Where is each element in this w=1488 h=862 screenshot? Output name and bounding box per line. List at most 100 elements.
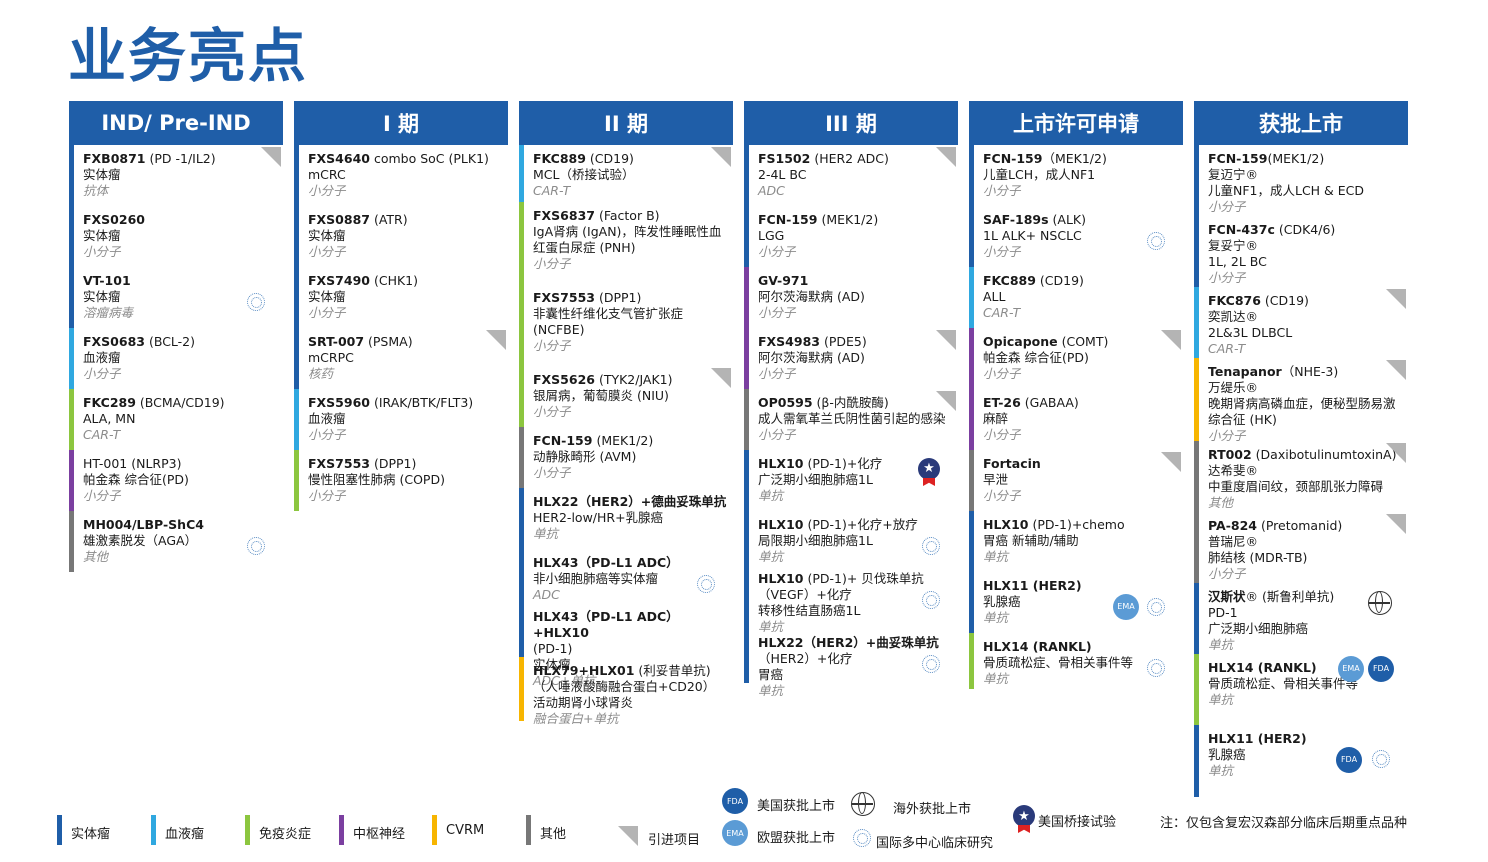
modality: 小分子 bbox=[308, 244, 346, 259]
introduced-triangle-icon bbox=[711, 147, 731, 167]
legend-color-bar bbox=[245, 815, 250, 845]
modality: 单抗 bbox=[983, 671, 1009, 686]
indication: 血液瘤 bbox=[83, 350, 121, 365]
indication: 慢性阻塞性肺病 (COPD) bbox=[308, 472, 445, 487]
drug-target: (CHK1) bbox=[369, 273, 418, 288]
modality: 小分子 bbox=[308, 183, 346, 198]
drug-name: Tenapanor（NHE-3) bbox=[1208, 364, 1404, 380]
fda-badge-icon: FDA bbox=[1336, 747, 1362, 773]
drug-code: OP0595 bbox=[758, 395, 813, 410]
drug-name: HLX14 (RANKL) bbox=[1208, 660, 1404, 676]
drug-name: FKC289 (BCMA/CD19) bbox=[83, 395, 279, 411]
indication: （HER2）+化疗 bbox=[758, 651, 853, 666]
drug-name: HT-001 (NLRP3) bbox=[83, 456, 279, 472]
modality: 小分子 bbox=[983, 427, 1021, 442]
introduced-triangle-icon bbox=[1161, 330, 1181, 350]
indication: 达希斐® bbox=[1208, 463, 1259, 478]
drug-name: 汉斯状® (斯鲁利单抗) bbox=[1208, 589, 1404, 605]
indication: 复妥宁® bbox=[1208, 238, 1259, 253]
drug-code: HLX14 (RANKL) bbox=[1208, 660, 1317, 675]
indication: 实体瘤 bbox=[83, 228, 121, 243]
drug-name: FXS5626 (TYK2/JAK1) bbox=[533, 372, 729, 388]
indication: 骨质疏松症、骨相关事件等 bbox=[1208, 676, 1359, 691]
modality: 单抗 bbox=[1208, 692, 1234, 707]
legend-color-bar bbox=[57, 815, 62, 845]
drug-code: FCN-159 bbox=[533, 433, 593, 448]
drug-name: FXS4640 combo SoC (PLK1) bbox=[308, 151, 504, 167]
modality: 小分子 bbox=[83, 244, 121, 259]
introduced-triangle-icon bbox=[711, 368, 731, 388]
bridge-trial-star-icon: ★ bbox=[1013, 805, 1035, 827]
modality: 溶瘤病毒 bbox=[83, 305, 134, 320]
pipeline-entry: FXS5960 (IRAK/BTK/FLT3)血液瘤小分子 bbox=[294, 389, 508, 450]
legend-label: 血液瘤 bbox=[165, 827, 205, 842]
pipeline-entry: FXS6837 (Factor B)IgA肾病 (IgAN)，阵发性睡眠性血红蛋… bbox=[519, 202, 733, 284]
drug-target: (BCMA/CD19) bbox=[135, 395, 225, 410]
modality: 小分子 bbox=[1208, 428, 1246, 443]
column-header: II 期 bbox=[519, 101, 733, 145]
drug-code: FXB0871 bbox=[83, 151, 146, 166]
footnote: 注：仅包含复宏汉森部分临床后期重点品种 bbox=[1160, 816, 1408, 831]
indication: MCL（桥接试验） bbox=[533, 167, 635, 182]
indication: 1L ALK+ NSCLC bbox=[983, 228, 1082, 243]
modality: 小分子 bbox=[308, 488, 346, 503]
modality: 小分子 bbox=[1208, 566, 1246, 581]
overseas-globe-icon bbox=[1368, 591, 1392, 615]
modality: 小分子 bbox=[533, 338, 571, 353]
indication: 复迈宁® bbox=[1208, 167, 1259, 182]
drug-code: HLX79+HLX01 bbox=[533, 663, 635, 678]
indication: PD-1 bbox=[1208, 605, 1238, 620]
indication: 综合征 (HK) bbox=[1208, 412, 1277, 427]
drug-code: Tenapanor bbox=[1208, 364, 1282, 379]
drug-code: FCN-159 bbox=[1208, 151, 1268, 166]
multicenter-globe-icon bbox=[922, 655, 940, 673]
legend-label: 美国桥接试验 bbox=[1038, 815, 1117, 830]
indication: 乳腺癌 bbox=[983, 594, 1021, 609]
column-header: 获批上市 bbox=[1194, 101, 1408, 145]
modality: 单抗 bbox=[758, 488, 784, 503]
indication: 血液瘤 bbox=[308, 411, 346, 426]
indication: 胃癌 bbox=[758, 667, 784, 682]
indication: 2L&3L DLBCL bbox=[1208, 325, 1293, 340]
drug-code: HLX11 (HER2) bbox=[983, 578, 1082, 593]
drug-target: (ALK) bbox=[1048, 212, 1087, 227]
drug-name: FXS0683 (BCL-2) bbox=[83, 334, 279, 350]
indication: 骨质疏松症、骨相关事件等 bbox=[983, 655, 1134, 670]
drug-code: 汉斯状 bbox=[1208, 589, 1246, 604]
legend-label: 国际多中心临床研究 bbox=[876, 836, 994, 851]
pipeline-entry: FXB0871 (PD -1/IL2)实体瘤抗体 bbox=[69, 145, 283, 206]
drug-code: FCN-437c bbox=[1208, 222, 1275, 237]
introduced-triangle-icon bbox=[936, 147, 956, 167]
drug-code: Fortacin bbox=[983, 456, 1041, 471]
legend-label: 欧盟获批上市 bbox=[757, 831, 836, 846]
indication: 帕金森 综合征(PD) bbox=[983, 350, 1089, 365]
modality: 小分子 bbox=[533, 404, 571, 419]
legend-label: 引进项目 bbox=[648, 833, 701, 848]
modality: 小分子 bbox=[983, 183, 1021, 198]
indication: （人唾液酸酶融合蛋白+CD20） bbox=[533, 679, 716, 694]
multicenter-globe-icon bbox=[697, 575, 715, 593]
pipeline-entry: FXS7490 (CHK1)实体瘤小分子 bbox=[294, 267, 508, 328]
modality: 核药 bbox=[308, 366, 334, 381]
legend-label: 中枢神经 bbox=[353, 827, 406, 842]
indication: 动静脉畸形 (AVM) bbox=[533, 449, 637, 464]
drug-target: (GABAA) bbox=[1020, 395, 1079, 410]
indication: 转移性结直肠癌1L bbox=[758, 603, 861, 618]
overseas-globe-icon bbox=[851, 792, 875, 816]
drug-code: HLX10 bbox=[983, 517, 1029, 532]
drug-code: HLX11 (HER2) bbox=[1208, 731, 1307, 746]
indication: 非囊性纤维化支气管扩张症 bbox=[533, 306, 684, 321]
modality: 小分子 bbox=[758, 305, 796, 320]
multicenter-globe-icon bbox=[247, 293, 265, 311]
